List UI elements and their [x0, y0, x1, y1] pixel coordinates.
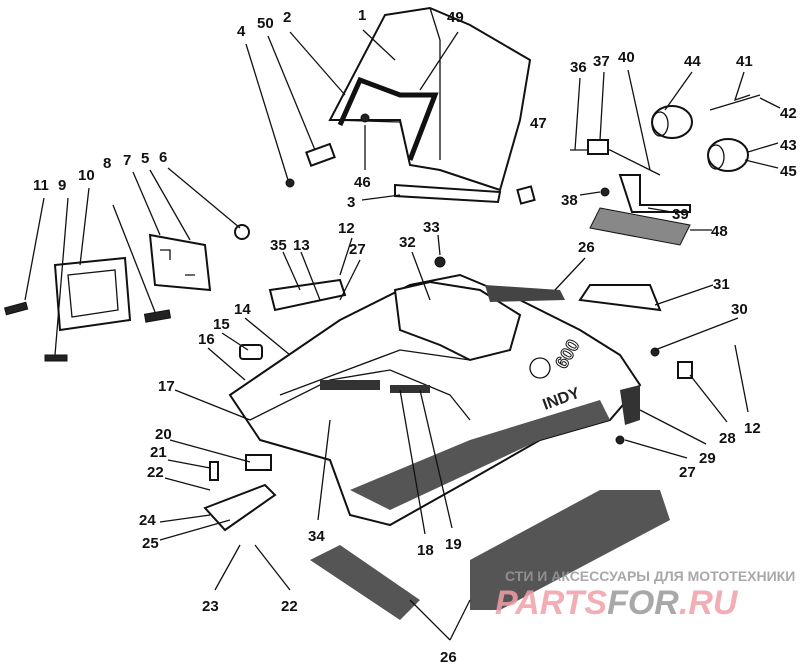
callout-37: 37 — [593, 53, 610, 70]
callout-28: 28 — [719, 430, 736, 447]
screw-9 — [44, 354, 68, 362]
callout-3: 3 — [347, 194, 355, 211]
gauge-44 — [651, 105, 693, 139]
callout-48: 48 — [711, 223, 728, 240]
callout-17: 17 — [158, 378, 175, 395]
callout-41: 41 — [736, 53, 753, 70]
pad-20 — [245, 454, 272, 471]
pad-31 — [578, 284, 662, 312]
decal-47 — [516, 185, 536, 205]
watermark-brand-part1: PARTS — [495, 584, 607, 622]
headlight-lamp — [148, 233, 212, 292]
windshield — [328, 6, 532, 192]
callout-2: 2 — [283, 9, 291, 26]
trim-26-side — [470, 490, 670, 610]
callout-42: 42 — [780, 105, 797, 122]
nut-27 — [615, 435, 625, 445]
pad-48 — [589, 207, 691, 246]
screw-11 — [3, 301, 29, 316]
callout-7: 7 — [123, 152, 131, 169]
callout-32: 32 — [399, 234, 416, 251]
callout-36: 36 — [570, 59, 587, 76]
callout-50: 50 — [257, 15, 274, 32]
callout-12-top: 12 — [338, 220, 355, 237]
hood: INDY 600 — [228, 273, 642, 527]
callout-13: 13 — [293, 237, 310, 254]
callout-20: 20 — [155, 426, 172, 443]
callout-24: 24 — [139, 512, 156, 529]
callout-16: 16 — [198, 331, 215, 348]
windshield-bracket — [337, 76, 439, 161]
callouts: 1 2 50 4 49 46 3 36 37 40 44 41 42 43 45… — [33, 7, 797, 665]
leader-lines — [24, 29, 781, 641]
callout-45: 45 — [780, 163, 797, 180]
callout-47: 47 — [530, 115, 547, 132]
callout-30: 30 — [731, 301, 748, 318]
callout-34: 34 — [308, 528, 325, 545]
callout-12-right: 12 — [744, 420, 761, 437]
bulb-wire-41 — [709, 94, 761, 111]
callout-25: 25 — [142, 535, 159, 552]
nut-38 — [600, 187, 610, 197]
callout-6: 6 — [159, 149, 167, 166]
callout-46: 46 — [354, 174, 371, 191]
callout-38: 38 — [561, 192, 578, 209]
callout-35: 35 — [270, 237, 287, 254]
nut-30 — [650, 347, 660, 357]
watermark-brand-part3: .RU — [679, 584, 739, 622]
hinge-24 — [203, 483, 277, 532]
callout-44: 44 — [684, 53, 701, 70]
watermark: СТИ И АКСЕССУАРЫ ДЛЯ МОТОТЕХНИКИ PARTSFO… — [495, 568, 795, 622]
callout-1: 1 — [358, 7, 366, 24]
nut-46 — [360, 113, 370, 123]
windshield-molding — [394, 183, 502, 204]
callout-8: 8 — [103, 155, 111, 172]
callout-23: 23 — [202, 598, 219, 615]
bulb-6 — [234, 224, 250, 240]
callout-11: 11 — [33, 177, 49, 194]
callout-21: 21 — [150, 444, 167, 461]
callout-27-bottom: 27 — [679, 464, 696, 481]
callout-31: 31 — [713, 276, 730, 293]
callout-14: 14 — [234, 301, 251, 318]
bolt-21 — [209, 461, 219, 481]
trim-26-top — [485, 285, 565, 302]
grille-35 — [268, 278, 347, 312]
clip-28 — [677, 361, 693, 379]
callout-26-top: 26 — [578, 239, 595, 256]
callout-33: 33 — [423, 219, 440, 236]
bracket-39 — [618, 174, 691, 213]
callout-29: 29 — [699, 450, 716, 467]
callout-19: 19 — [445, 536, 462, 553]
gauge-43 — [707, 138, 749, 172]
bracket-37 — [587, 139, 609, 155]
callout-10: 10 — [78, 167, 95, 184]
callout-49: 49 — [447, 9, 464, 26]
watermark-tagline: СТИ И АКСЕССУАРЫ ДЛЯ МОТОТЕХНИКИ — [505, 568, 795, 584]
cable-36 — [570, 149, 661, 176]
marker-29 — [620, 385, 640, 425]
callout-9: 9 — [58, 177, 66, 194]
callout-4: 4 — [237, 23, 246, 40]
spring-8 — [143, 309, 172, 323]
headlight-bezel — [53, 256, 132, 332]
callout-15: 15 — [213, 316, 230, 333]
callout-26-bottom: 26 — [440, 649, 457, 665]
screw-4 — [285, 178, 295, 188]
callout-18: 18 — [417, 542, 434, 559]
callout-40: 40 — [618, 49, 635, 66]
trim-26-front — [310, 545, 420, 620]
callout-22-top: 22 — [147, 464, 164, 481]
callout-43: 43 — [780, 137, 797, 154]
callout-5: 5 — [141, 150, 149, 167]
watermark-brand: PARTSFOR.RU — [495, 584, 739, 622]
callout-39: 39 — [672, 206, 689, 223]
mount-plate — [305, 142, 336, 167]
callout-27-top: 27 — [349, 241, 366, 258]
watermark-brand-part2: FOR — [607, 584, 679, 622]
nut-33 — [434, 256, 446, 268]
callout-22-bottom: 22 — [281, 598, 298, 615]
